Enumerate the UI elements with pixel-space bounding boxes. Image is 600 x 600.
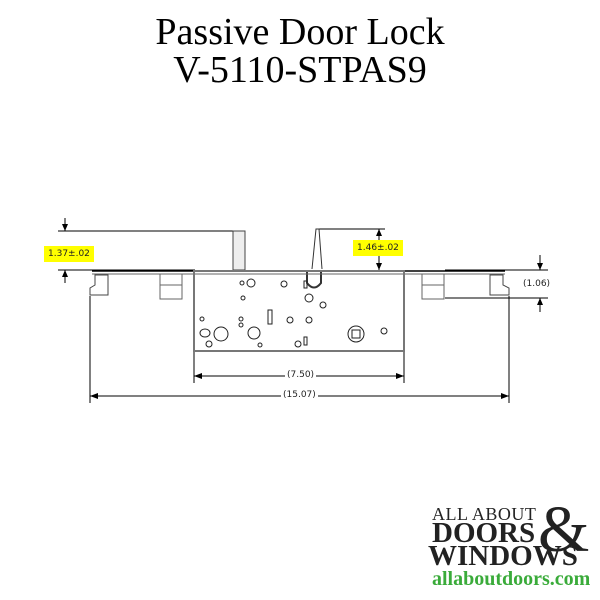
logo-doors: DOORS — [432, 517, 536, 549]
logo-ampersand: & — [538, 493, 590, 566]
logo-url: allaboutdoors.com — [432, 568, 591, 590]
side-height-dimension: (1.06) — [523, 279, 551, 289]
left-rod-dimension: 1.37±.02 — [44, 246, 94, 262]
diagram-title: Passive Door Lock — [155, 11, 445, 53]
case-width-dimension: (7.50) — [285, 370, 317, 380]
logo-windows: WINDOWS — [428, 540, 578, 572]
logo-line1: ALL ABOUT — [432, 504, 537, 524]
overall-width-dimension: (15.07) — [281, 390, 318, 400]
right-rod-dimension: 1.46±.02 — [353, 240, 403, 256]
left-rod — [232, 230, 246, 271]
part-number: V-5110-STPAS9 — [173, 49, 427, 91]
lock-case — [193, 270, 405, 352]
